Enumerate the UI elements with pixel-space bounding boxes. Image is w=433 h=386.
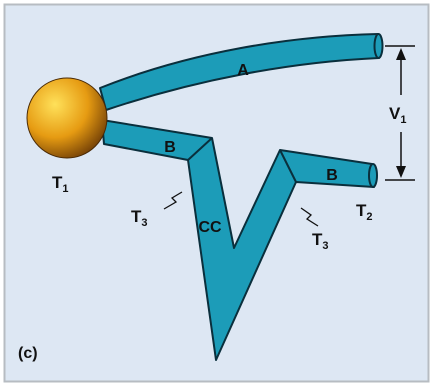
v1-arrowhead-down — [396, 166, 406, 178]
v1-arrowhead-up — [396, 48, 406, 60]
t3-left-label: T3 — [131, 207, 148, 229]
t1-label: T1 — [52, 173, 69, 195]
t3-right-label: T3 — [312, 230, 329, 252]
t3-left-leader — [163, 191, 183, 210]
branch-a-end-cap — [373, 33, 384, 59]
branch-a-label: A — [237, 62, 249, 79]
t3-right-leader — [300, 207, 319, 227]
branch-cc-label: CC — [198, 219, 222, 236]
t2-label: T2 — [356, 201, 373, 223]
branch-b-end-cap — [368, 163, 378, 188]
v1-label: V1 — [389, 104, 406, 126]
panel-frame — [3, 3, 430, 383]
reservoir-ball — [26, 77, 108, 159]
joint-line-left — [187, 137, 213, 161]
branch-b-left-label: B — [164, 139, 176, 156]
panel-label: (c) — [18, 345, 38, 362]
joint-line-right — [279, 149, 297, 183]
branch-b-right-label: B — [326, 167, 338, 184]
